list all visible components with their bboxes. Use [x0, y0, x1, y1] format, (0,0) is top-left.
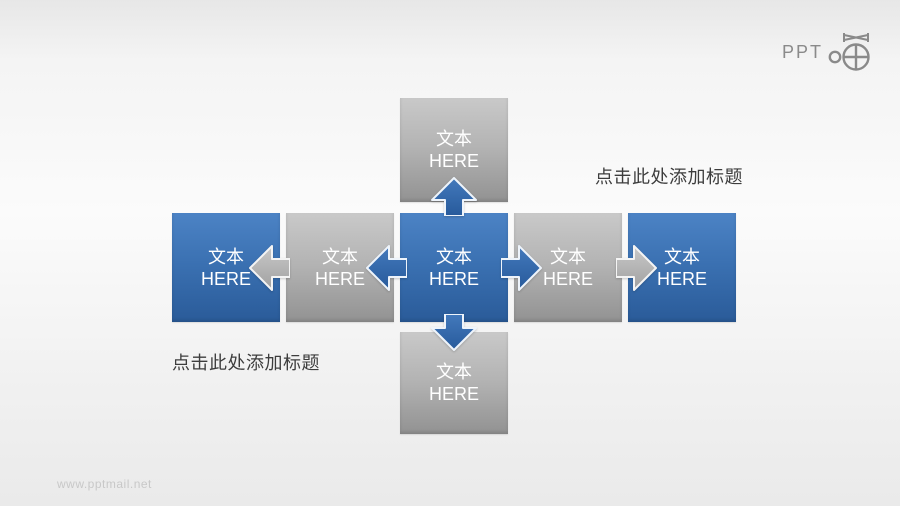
box-text-line2: HERE	[428, 151, 479, 171]
box-left[interactable]: 文本 HERE	[286, 213, 394, 322]
watermark-url: www.pptmail.net	[57, 477, 152, 491]
box-bottom[interactable]: 文本 HERE	[400, 332, 508, 434]
box-text-line1: 文本	[208, 246, 244, 267]
right-arrow-outer	[616, 245, 657, 291]
box-text-line2: HERE	[656, 268, 707, 289]
box-text-line1: 文本	[664, 246, 700, 267]
box-text-line1: 文本	[322, 246, 358, 267]
box-text-line2: HERE	[428, 268, 479, 289]
caption-left[interactable]: 点击此处添加标题	[172, 353, 320, 373]
box-text-line2: HERE	[542, 268, 593, 289]
right-arrow-inner	[501, 245, 542, 291]
compass-bomb-icon	[828, 33, 870, 71]
brand-logo: PPT	[782, 30, 874, 74]
down-arrow	[431, 314, 477, 351]
box-text-line2: HERE	[200, 268, 251, 289]
box-text-line1: 文本	[436, 129, 472, 149]
box-text-line1: 文本	[436, 362, 472, 382]
caption-right[interactable]: 点击此处添加标题	[595, 167, 743, 187]
box-text-line2: HERE	[428, 384, 479, 404]
box-center[interactable]: 文本 HERE	[400, 213, 508, 322]
up-arrow	[431, 177, 477, 216]
box-text-line1: 文本	[436, 246, 472, 267]
left-arrow-outer	[249, 245, 290, 291]
left-arrow-inner	[366, 245, 407, 291]
box-text-line2: HERE	[314, 268, 365, 289]
logo-text: PPT	[781, 41, 823, 62]
box-text-line1: 文本	[550, 246, 586, 267]
